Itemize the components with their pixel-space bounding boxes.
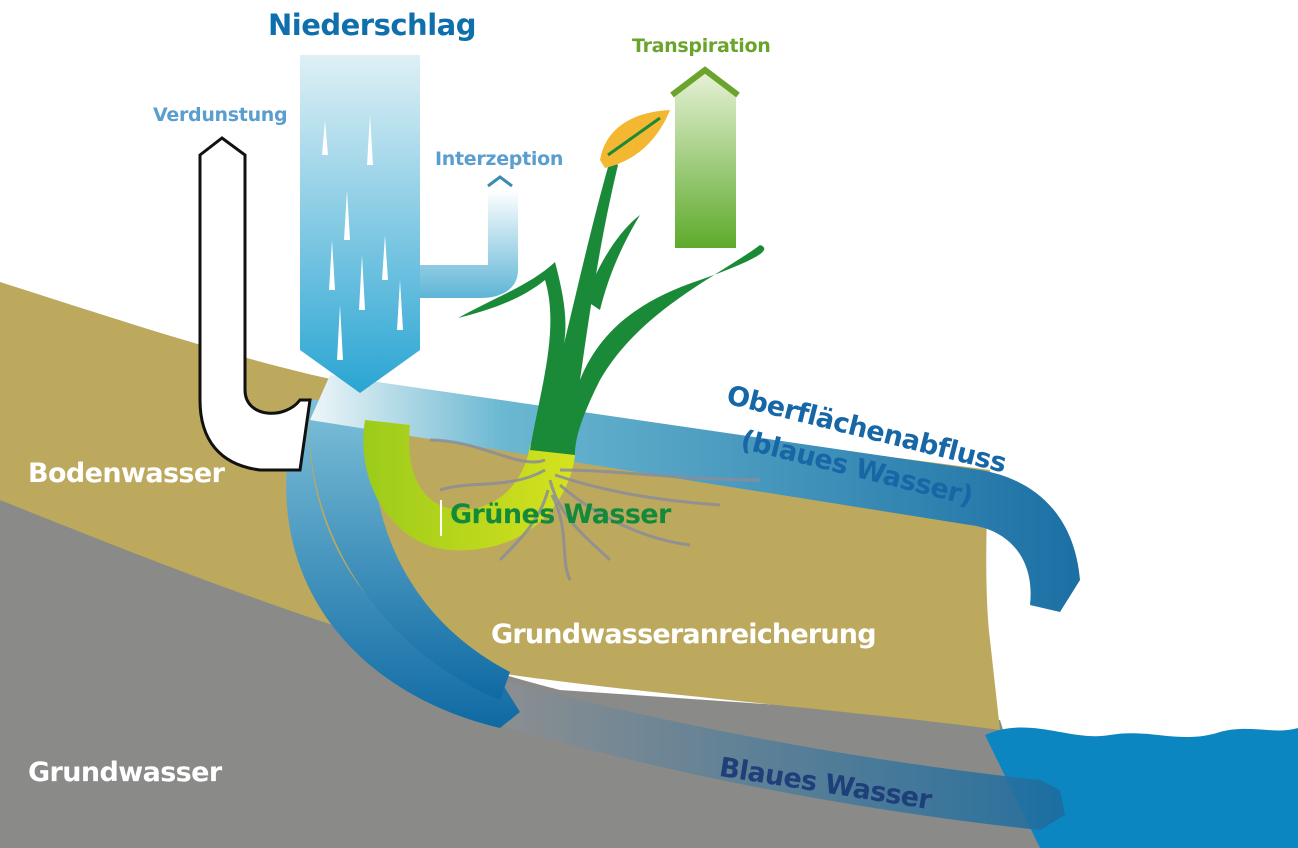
interception-arrow	[420, 190, 518, 298]
label-verdunstung: Verdunstung	[153, 104, 288, 126]
rain-drop-icon	[322, 115, 403, 360]
label-bodenwasser: Bodenwasser	[28, 458, 225, 489]
sea	[985, 727, 1298, 848]
label-transpiration: Transpiration	[632, 35, 771, 57]
arrow-up-icon	[670, 66, 740, 98]
label-niederschlag: Niederschlag	[268, 8, 476, 42]
blue-water-flow	[500, 680, 1065, 830]
label-gruenes-wasser: Grünes Wasser	[450, 499, 671, 530]
wheat-ear-icon	[600, 110, 670, 168]
plant-roots	[429, 438, 761, 581]
transpiration-arrow	[675, 70, 736, 248]
label-interzeption: Interzeption	[435, 148, 564, 170]
label-marker	[440, 500, 442, 536]
evaporation-arrow	[198, 136, 312, 472]
plant-icon	[458, 160, 765, 455]
green-water-arrow	[363, 420, 575, 551]
interception-arrow-head	[487, 175, 513, 188]
precipitation-arrow	[300, 55, 420, 393]
label-grundwasseranreicherung: Grundwasseranreicherung	[491, 619, 877, 650]
surface-runoff-arrow	[310, 375, 1080, 612]
label-grundwasser: Grundwasser	[28, 757, 222, 788]
